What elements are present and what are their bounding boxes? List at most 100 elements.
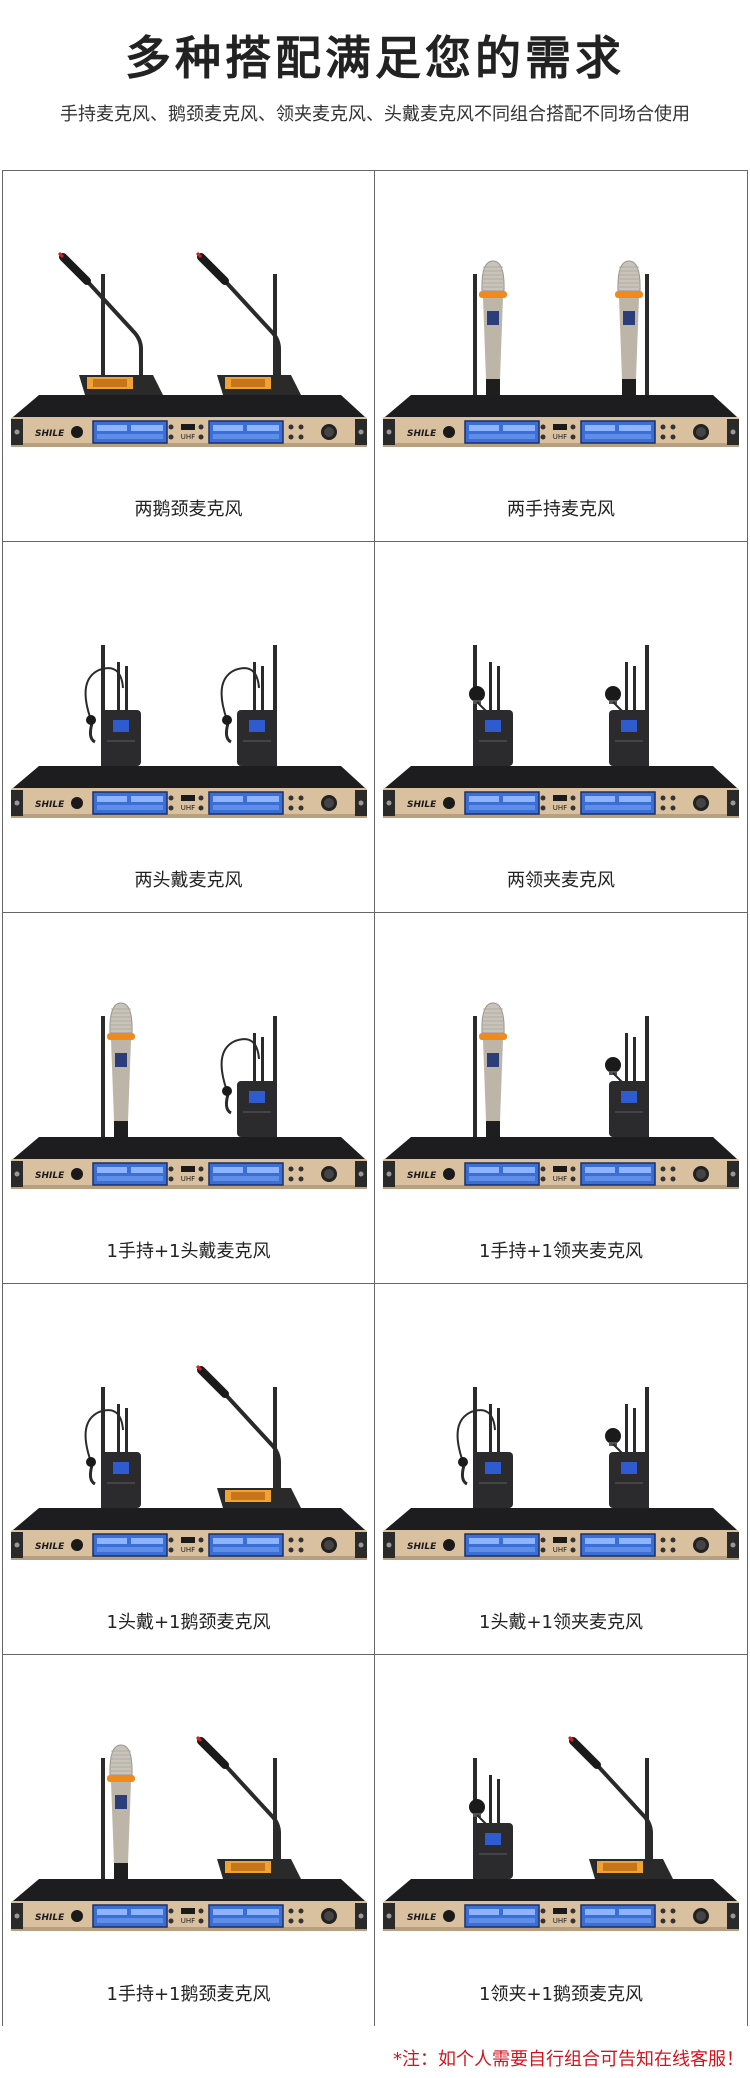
combination-card: SHILE UHF 两头戴麦克风 — [3, 542, 375, 913]
brand-logo: SHILE — [35, 1542, 65, 1552]
band-label: UHF — [181, 804, 195, 812]
product-illustration: SHILE UHF — [11, 251, 367, 447]
antenna-left — [473, 645, 477, 770]
lavalier-microphone — [605, 662, 649, 766]
headset-microphone — [456, 1404, 513, 1508]
band-label: UHF — [553, 433, 567, 441]
antenna-left — [101, 274, 105, 399]
band-label: UHF — [181, 1546, 195, 1554]
footer-note: *注：如个人需要自行组合可告知在线客服！ — [393, 2049, 744, 2070]
lcd-display-a — [464, 1533, 540, 1557]
receiver-unit: SHILE UHF — [383, 1137, 739, 1189]
lcd-display-b — [208, 791, 284, 815]
product-illustration: SHILE UHF — [11, 1002, 367, 1189]
lcd-display-a — [464, 1904, 540, 1928]
band-label: UHF — [181, 1917, 195, 1925]
handheld-microphone — [107, 1002, 135, 1137]
product-illustration: SHILE UHF — [383, 1002, 739, 1189]
brand-logo: SHILE — [35, 1171, 65, 1181]
receiver-unit: SHILE UHF — [11, 1879, 367, 1931]
band-label: UHF — [181, 433, 195, 441]
gooseneck-microphone — [57, 251, 163, 395]
headset-microphone — [84, 1404, 141, 1508]
headset-microphone — [220, 1033, 277, 1137]
product-illustration: SHILE UHF — [11, 1364, 367, 1560]
antenna-left — [101, 645, 105, 770]
page-title: 多种搭配满足您的需求 — [125, 31, 625, 85]
handheld-microphone — [479, 1002, 507, 1137]
lavalier-microphone — [469, 662, 513, 766]
band-label: UHF — [553, 1175, 567, 1183]
brand-logo: SHILE — [407, 800, 437, 810]
combination-caption: 1手持+1头戴麦克风 — [106, 1241, 271, 1262]
lcd-display-a — [464, 1162, 540, 1186]
combination-card: SHILE UHF 两手持麦克风 — [375, 171, 747, 542]
combination-card: SHILE UHF 1手持+1头戴麦克风 — [3, 913, 375, 1284]
product-illustration: SHILE UHF — [383, 645, 739, 818]
product-illustration: SHILE UHF — [11, 1735, 367, 1931]
band-label: UHF — [553, 1917, 567, 1925]
antenna-left — [101, 1016, 105, 1141]
page-subtitle: 手持麦克风、鹅颈麦克风、领夹麦克风、头戴麦克风不同组合搭配不同场合使用 — [60, 104, 690, 125]
antenna-left — [473, 274, 477, 399]
antenna-left — [101, 1387, 105, 1512]
lcd-display-a — [92, 791, 168, 815]
brand-logo: SHILE — [407, 1542, 437, 1552]
receiver-unit: SHILE UHF — [383, 766, 739, 818]
combination-card: SHILE UHF 1头戴+1鹅颈麦克风 — [3, 1284, 375, 1655]
gooseneck-microphone — [195, 251, 301, 395]
product-illustration: SHILE UHF — [383, 260, 739, 447]
lcd-display-a — [92, 420, 168, 444]
lavalier-microphone — [605, 1404, 649, 1508]
handheld-microphone — [107, 1744, 135, 1879]
brand-logo: SHILE — [407, 429, 437, 439]
handheld-microphone — [479, 260, 507, 395]
band-label: UHF — [181, 1175, 195, 1183]
antenna-left — [473, 1016, 477, 1141]
receiver-unit: SHILE UHF — [383, 395, 739, 447]
combination-caption: 两手持麦克风 — [507, 499, 615, 520]
brand-logo: SHILE — [407, 1913, 437, 1923]
headset-microphone — [220, 662, 277, 766]
antenna-right — [645, 1387, 649, 1512]
brand-logo: SHILE — [35, 429, 65, 439]
handheld-microphone — [615, 260, 643, 395]
band-label: UHF — [553, 804, 567, 812]
brand-logo: SHILE — [407, 1171, 437, 1181]
lcd-display-b — [208, 1904, 284, 1928]
combination-caption: 两领夹麦克风 — [507, 870, 615, 891]
gooseneck-microphone — [195, 1735, 301, 1879]
combination-caption: 1头戴+1鹅颈麦克风 — [106, 1612, 271, 1633]
combination-caption: 1手持+1鹅颈麦克风 — [106, 1984, 271, 2005]
combination-card: SHILE UHF 1手持+1鹅颈麦克风 — [3, 1655, 375, 2026]
combination-caption: 1头戴+1领夹麦克风 — [479, 1612, 643, 1633]
lcd-display-a — [92, 1904, 168, 1928]
antenna-left — [473, 1758, 477, 1883]
lcd-display-a — [92, 1162, 168, 1186]
brand-logo: SHILE — [35, 800, 65, 810]
receiver-unit: SHILE UHF — [11, 1137, 367, 1189]
antenna-right — [273, 645, 277, 770]
lcd-display-b — [580, 791, 656, 815]
combination-caption: 1领夹+1鹅颈麦克风 — [479, 1984, 643, 2005]
lcd-display-b — [580, 420, 656, 444]
antenna-right — [645, 274, 649, 399]
receiver-unit: SHILE UHF — [11, 1508, 367, 1560]
lavalier-microphone — [469, 1775, 513, 1879]
combination-caption: 两头戴麦克风 — [134, 870, 243, 891]
antenna-right — [273, 1016, 277, 1141]
headset-microphone — [84, 662, 141, 766]
lcd-display-a — [464, 791, 540, 815]
brand-logo: SHILE — [35, 1913, 65, 1923]
lcd-display-b — [580, 1904, 656, 1928]
receiver-unit: SHILE UHF — [11, 766, 367, 818]
lcd-display-a — [464, 420, 540, 444]
gooseneck-microphone — [567, 1735, 673, 1879]
lcd-display-b — [208, 420, 284, 444]
